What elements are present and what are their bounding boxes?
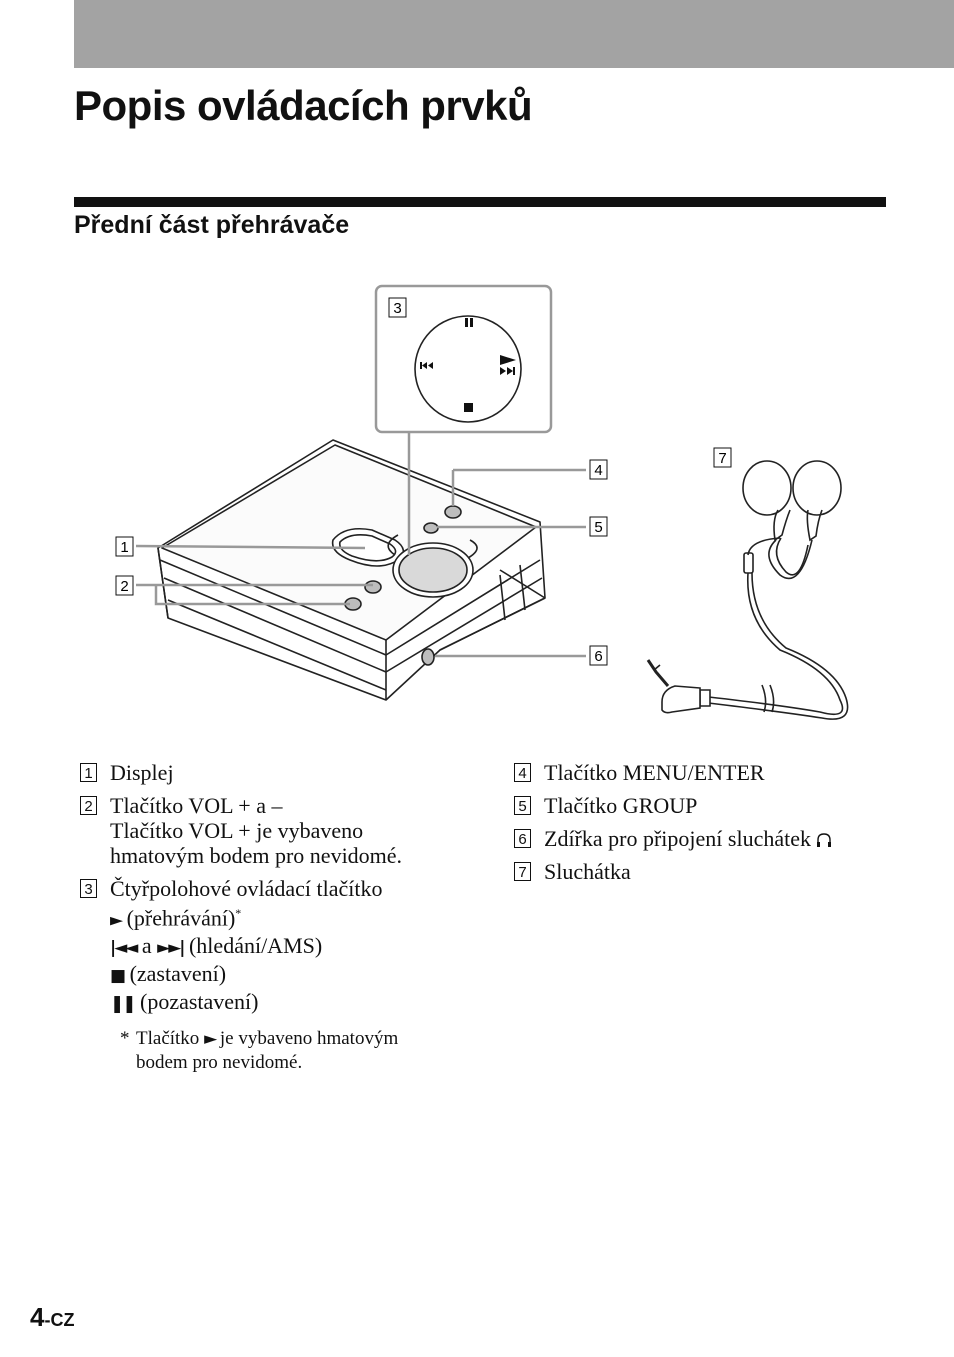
earphones [646,460,849,720]
headphones-icon [817,833,832,847]
next-icon: ►►| [157,938,185,959]
prev-icon: |◄◄ [110,938,138,959]
footnote: * Tlačítko ► je vybaveno hmatovým bodem … [80,1027,480,1074]
svg-text:1: 1 [120,539,128,556]
control-button-closeup [414,315,522,423]
pause-icon [465,318,468,327]
item-text: (pozastavení) [140,989,259,1015]
callout-4: 4 [589,459,608,480]
page-number-suffix: -CZ [44,1310,75,1330]
vol-plus-button [364,580,382,594]
item-text: a [141,933,152,959]
item-text: Zdířka pro připojení sluchátek [544,826,811,851]
header-band [74,0,954,68]
callout-5: 5 [589,516,608,537]
item-number: 7 [514,862,531,881]
footnote-text: Tlačítko [136,1028,200,1050]
item-text: Tlačítko MENU/ENTER [544,760,765,785]
item-text: Sluchátka [544,859,631,884]
item-text: (přehrávání) [126,905,236,931]
item-number: 4 [514,763,531,782]
callout-3: 3 [388,297,407,318]
prev-icon [420,362,433,369]
svg-text:7: 7 [718,450,726,467]
svg-text:2: 2 [120,578,128,595]
controls-list-left: 1 Displej 2 Tlačítko VOL + a – Tlačítko … [80,760,480,1074]
item-number: 5 [514,796,531,815]
callout-2: 2 [115,575,134,596]
list-item-3: 3 Čtyřpolohové ovládací tlačítko ► (přeh… [80,876,480,1017]
item-text: hmatovým bodem pro nevidomé. [110,843,403,868]
item-text: Displej [110,760,174,785]
callout-6: 6 [589,645,608,666]
footnote-text: bodem pro nevidomé. [136,1052,303,1074]
footnote-text: je vybaveno hmatovým [219,1028,399,1050]
list-item-5: 5 Tlačítko GROUP [514,793,934,818]
list-item-1: 1 Displej [80,760,480,785]
list-item-4: 4 Tlačítko MENU/ENTER [514,760,934,785]
page-title: Popis ovládacích prvků [74,82,533,129]
svg-text:3: 3 [393,300,401,317]
item-number: 3 [80,879,97,898]
list-item-7: 7 Sluchátka [514,859,934,884]
callout-7: 7 [713,447,732,468]
list-item-6: 6 Zdířka pro připojení sluchátek [514,826,934,851]
list-item-2: 2 Tlačítko VOL + a – Tlačítko VOL + je v… [80,793,480,868]
svg-text:5: 5 [594,519,602,536]
item-number: 1 [80,763,97,782]
group-button [423,522,439,534]
page-number: 4-CZ [30,1302,74,1333]
menu-enter-button [444,505,462,519]
page-number-value: 4 [30,1302,45,1332]
player-diagram: 3 1 2 4 5 6 7 [115,284,849,720]
item-text: Tlačítko VOL + je vybaveno [110,818,364,843]
asterisk: * [235,906,242,920]
item-text: (hledání/AMS) [188,933,323,959]
footnote-asterisk: * [120,1028,130,1050]
item-text: Čtyřpolohové ovládací tlačítko [110,876,383,901]
svg-text:4: 4 [594,462,602,479]
item-text: (zastavení) [129,961,227,987]
play-icon: ► [204,1029,217,1050]
item-number: 6 [514,829,531,848]
section-rule [74,197,886,207]
headphone-jack [421,648,435,666]
callout-1: 1 [115,536,134,557]
svg-text:6: 6 [594,648,602,665]
play-icon: ► [110,910,123,931]
item-text: Tlačítko GROUP [544,793,698,818]
stop-icon [464,403,473,412]
item-text: Tlačítko VOL + a – [110,793,283,818]
item-number: 2 [80,796,97,815]
pause-icon: ❚❚ [110,994,136,1015]
controls-list-right: 4 Tlačítko MENU/ENTER 5 Tlačítko GROUP 6… [514,760,934,892]
section-title: Přední část přehrávače [74,211,350,239]
play-next-icon [500,355,516,375]
stop-icon: ■ [110,966,126,987]
